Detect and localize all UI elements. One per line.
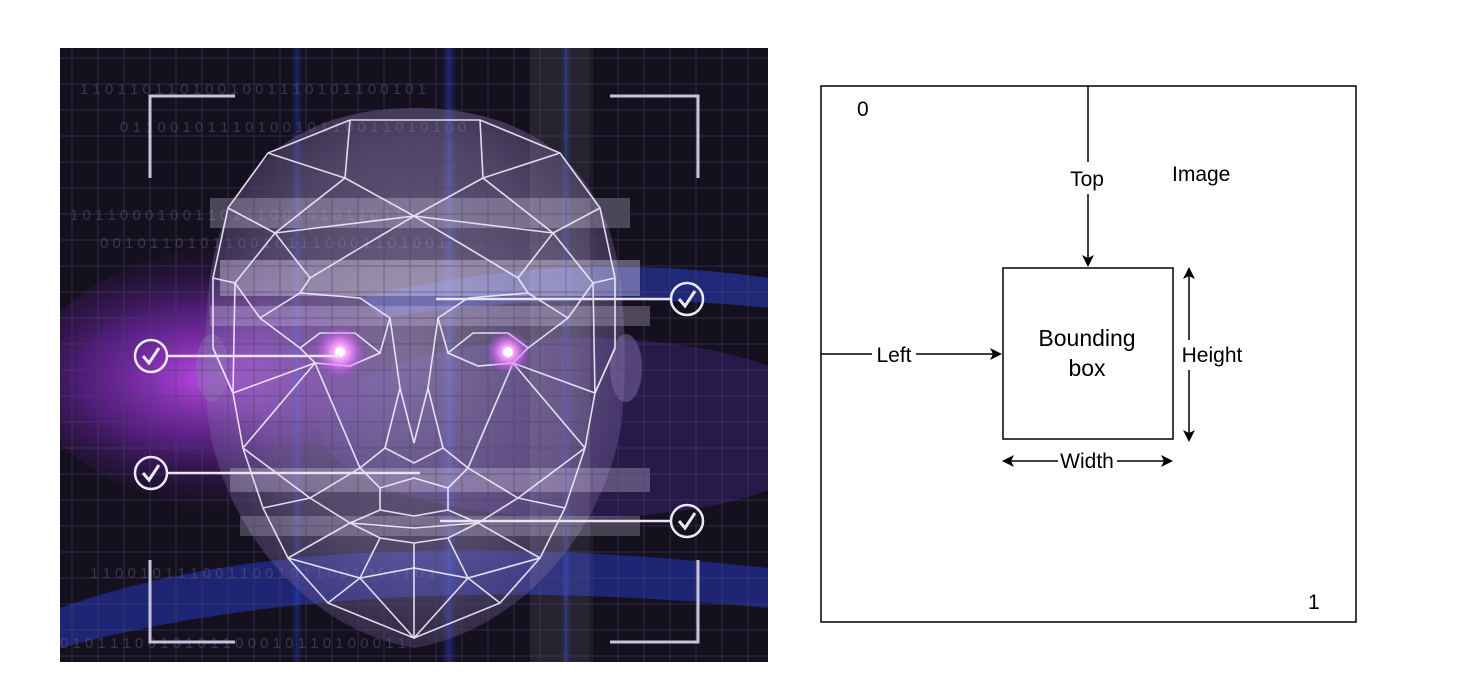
corner-label: 1 [1308, 591, 1320, 614]
callout-lines [168, 297, 670, 523]
binary-row: 1 1 0 1 1 0 1 1 0 1 0 0 1 0 0 1 1 1 0 1 … [80, 81, 426, 98]
left-label: Left [876, 344, 911, 367]
left-eye-point [335, 347, 345, 357]
bounding-box-label-line2: box [1068, 355, 1106, 381]
left-ear [196, 334, 228, 402]
image-label: Image [1172, 163, 1230, 186]
origin-label: 0 [857, 98, 869, 121]
face-recognition-illustration: 1 1 0 1 1 0 1 1 0 1 0 0 1 0 0 1 1 1 0 1 … [60, 48, 768, 662]
bracket-bottom-left [148, 560, 235, 644]
face-scan-graphic: 1 1 0 1 1 0 1 1 0 1 0 0 1 0 0 1 1 1 0 1 … [60, 48, 768, 662]
bounding-box-label-line1: Bounding [1038, 325, 1135, 351]
head-silhouette [205, 108, 625, 648]
bracket-top-left [148, 94, 235, 178]
bracket-bottom-right [610, 560, 700, 644]
check-circle-icon [133, 455, 169, 491]
bounding-box [1002, 267, 1174, 440]
bracket-top-right [610, 94, 700, 178]
height-label: Height [1182, 344, 1243, 367]
check-circle-icon [669, 503, 705, 539]
scan-frame-brackets [148, 94, 700, 644]
blue-light-streak-bottom [60, 550, 768, 648]
right-eye-point [503, 347, 513, 357]
top-label: Top [1070, 168, 1104, 191]
width-label: Width [1060, 450, 1114, 473]
check-circle-icon [669, 281, 705, 317]
check-circle-icon [133, 338, 169, 374]
